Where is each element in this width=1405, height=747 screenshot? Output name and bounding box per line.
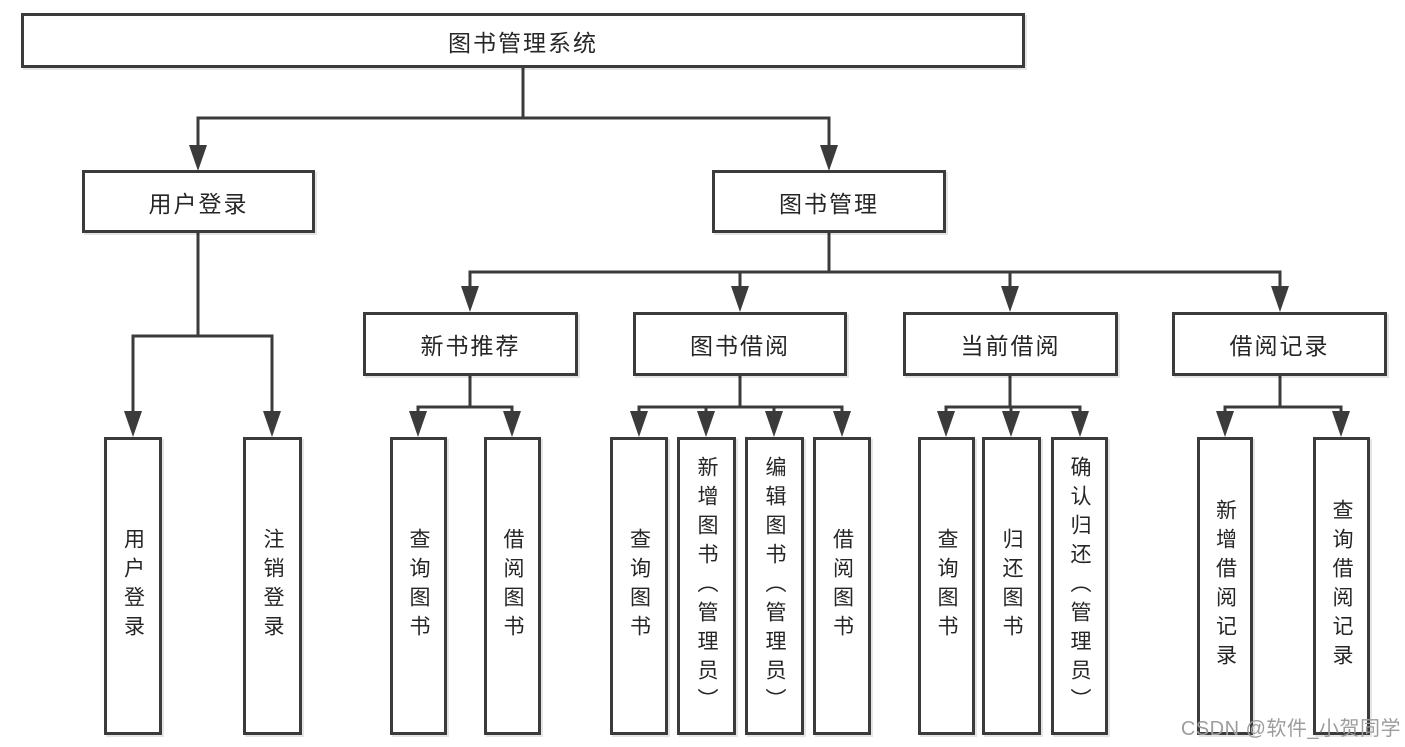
node-new-book-recommend-label: 新书推荐 [420,333,521,359]
leaf-logout: 注销登录 [243,437,302,735]
node-current-borrow: 当前借阅 [903,312,1118,376]
leaf-current-query: 查询图书 [918,437,975,735]
leaf-newbook-borrow: 借阅图书 [484,437,541,735]
leaf-borrow-edit-admin-label: 编辑图书（管理员） [763,455,786,717]
leaf-borrow-query: 查询图书 [610,437,668,735]
node-root-label: 图书管理系统 [448,29,598,56]
arrowheads [124,145,1350,437]
node-current-borrow-label: 当前借阅 [960,333,1061,359]
leaf-current-confirm-admin: 确认归还（管理员） [1051,437,1108,735]
leaf-borrow-add-admin: 新增图书（管理员） [677,437,736,735]
leaf-record-add: 新增借阅记录 [1197,437,1253,735]
leaf-newbook-query: 查询图书 [390,437,447,735]
csdn-watermark: CSDN @软件_小贺同学 [1180,718,1401,740]
node-root: 图书管理系统 [21,13,1025,68]
leaf-current-confirm-admin-label: 确认归还（管理员） [1068,455,1091,717]
node-user-login-branch-label: 用户登录 [148,190,249,217]
leaf-record-query: 查询借阅记录 [1313,437,1370,735]
node-new-book-recommend: 新书推荐 [363,312,578,376]
leaf-logout-label: 注销登录 [261,528,284,644]
leaf-newbook-borrow-label: 借阅图书 [501,528,524,644]
leaf-current-return: 归还图书 [982,437,1041,735]
leaf-current-return-label: 归还图书 [1000,528,1023,644]
leaf-record-add-label: 新增借阅记录 [1213,499,1237,673]
node-book-management: 图书管理 [712,170,946,233]
node-borrow-record-label: 借阅记录 [1229,333,1330,359]
leaf-newbook-query-label: 查询图书 [407,528,430,644]
leaf-current-query-label: 查询图书 [935,528,958,644]
leaf-borrow-borrow-label: 借阅图书 [830,528,854,644]
leaf-borrow-add-admin-label: 新增图书（管理员） [695,455,718,717]
leaf-user-login-label: 用户登录 [121,528,145,644]
node-book-management-label: 图书管理 [779,190,879,217]
node-user-login-branch: 用户登录 [82,170,315,233]
leaf-borrow-edit-admin: 编辑图书（管理员） [745,437,804,735]
leaf-borrow-borrow: 借阅图书 [813,437,871,735]
leaf-record-query-label: 查询借阅记录 [1330,499,1353,673]
node-book-borrow-label: 图书借阅 [690,333,790,359]
node-borrow-record: 借阅记录 [1172,312,1387,376]
leaf-user-login: 用户登录 [104,437,162,735]
node-book-borrow: 图书借阅 [633,312,847,376]
leaf-borrow-query-label: 查询图书 [627,528,651,644]
